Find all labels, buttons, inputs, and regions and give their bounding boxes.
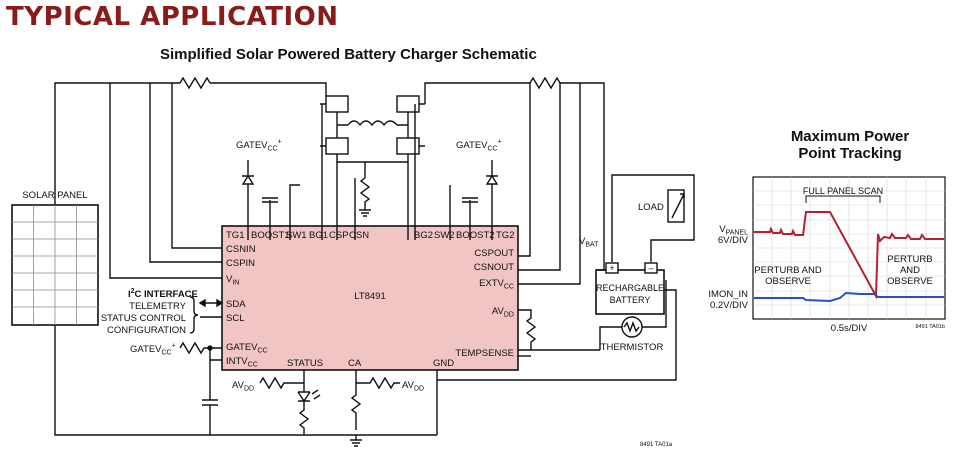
pin-boost2: BOOST2: [456, 230, 495, 241]
vbat-label: VBAT: [579, 236, 599, 249]
ic-name: LT8491: [354, 291, 386, 302]
gatevcc-label-right: GATEVCC+: [456, 139, 502, 153]
pin-bg1: BG1: [309, 230, 328, 241]
pin-csnin: CSNIN: [226, 244, 256, 255]
schematic-title: Simplified Solar Powered Battery Charger…: [160, 46, 537, 63]
i2c-brace: [189, 296, 199, 334]
battery-minus: –: [648, 263, 653, 273]
thermistor-label: THERMISTOR: [601, 342, 664, 353]
load-label: LOAD: [638, 202, 664, 213]
figure-code-a: 8491 TA01a: [640, 442, 673, 448]
pin-gatevcc: GATEVCC: [226, 342, 268, 355]
boost-diode-right: [485, 160, 499, 185]
pin-ca: CA: [348, 358, 362, 369]
pin-tempsense: TEMPSENSE: [455, 348, 514, 359]
pin-bg2: BG2: [414, 230, 433, 241]
inductor: [347, 120, 398, 127]
pin-sda: SDA: [226, 299, 246, 310]
pin-cspin: CSPIN: [226, 258, 255, 269]
pin-extvcc: EXTVCC: [479, 278, 514, 291]
pin-gnd: GND: [433, 358, 454, 369]
ground-symbol-2: [350, 435, 362, 447]
i2c-interface-label: I2C INTERFACE: [128, 288, 198, 300]
pin-intvcc: INTVCC: [226, 356, 258, 369]
output-sense-resistor: [529, 76, 561, 90]
pin-cspout: CSPOUT: [474, 248, 514, 259]
boost-diode-left: [241, 160, 255, 185]
pin-tg2: TG2: [496, 230, 514, 241]
pin-csnout: CSNOUT: [474, 262, 514, 273]
input-sense-resistor: [179, 76, 211, 90]
lt8491-ic: [221, 225, 519, 371]
avdd-resistor: [518, 309, 600, 351]
pin-csn: CSN: [349, 230, 369, 241]
battery-plus: +: [609, 263, 614, 273]
ground-symbol-1: [359, 209, 371, 217]
load-resistor: [667, 189, 685, 223]
rechargeable-battery: + – RECHARGABLE BATTERY: [595, 262, 665, 315]
battery-label-2: BATTERY: [610, 295, 651, 305]
status-led: [297, 389, 321, 403]
gatevcc-label-left: GATEVCC+: [236, 139, 282, 153]
i2c-line-status-control: STATUS CONTROL: [101, 313, 186, 324]
i2c-line-configuration: CONFIGURATION: [107, 325, 186, 336]
pin-sw2: SW2: [434, 230, 455, 241]
avdd-label-status: AVDD: [232, 380, 254, 393]
pin-tg1: TG1: [226, 230, 244, 241]
mppt-title-line-2: Point Tracking: [798, 145, 902, 162]
pin-avdd: AVDD: [492, 306, 514, 319]
gatevcc-label-bottom: GATEVCC+: [130, 343, 176, 357]
pin-scl: SCL: [226, 313, 244, 324]
section-title: TYPICAL APPLICATION: [6, 2, 339, 32]
thermistor: THERMISTOR: [601, 316, 664, 353]
mppt-title-line-1: Maximum Power: [790, 128, 910, 145]
avdd-label-ca: AVDD: [402, 380, 424, 393]
mppt-title: Maximum Power Point Tracking: [760, 128, 940, 162]
pin-status: STATUS: [287, 358, 323, 369]
solar-panel: SOLAR PANEL: [11, 190, 99, 326]
pin-sw1: SW1: [286, 230, 307, 241]
i2c-line-telemetry: TELEMETRY: [129, 301, 187, 312]
pin-vin: VIN: [226, 274, 239, 287]
sense-resistor: [359, 177, 371, 210]
pin-csp: CSP: [329, 230, 349, 241]
battery-label-1: RECHARGABLE: [596, 283, 664, 293]
